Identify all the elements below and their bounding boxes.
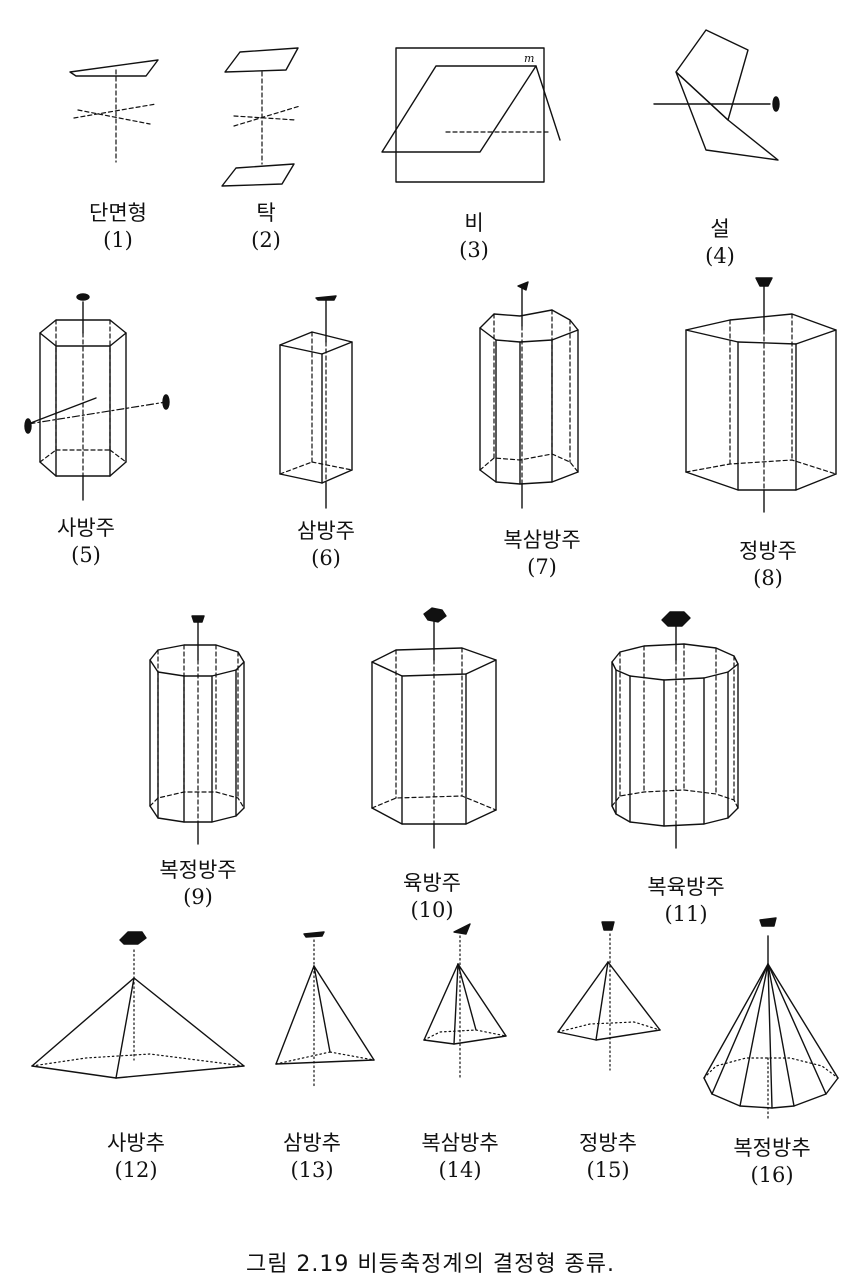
- form-name: 정방추: [579, 1131, 637, 1155]
- form-label-16: 복정방추 (16): [692, 1135, 852, 1189]
- form-label-15: 정방추 (15): [528, 1130, 688, 1184]
- form-label-1: 단면형 (1): [38, 200, 198, 254]
- form-number: (16): [750, 1163, 794, 1187]
- form-number: (10): [410, 898, 454, 922]
- form-number: (8): [753, 566, 783, 590]
- form-label-12: 사방추 (12): [56, 1130, 216, 1184]
- form-number: (1): [103, 228, 133, 252]
- form-label-4: 설 (4): [640, 216, 800, 270]
- form-name: 정방주: [739, 539, 797, 563]
- form-label-6: 삼방주 (6): [246, 518, 406, 572]
- ditrigonal-pyramid-drawing: [423, 923, 507, 1079]
- form-number: (6): [311, 546, 341, 570]
- pinacoid-drawing: [221, 47, 301, 187]
- form-label-5: 사방주 (5): [6, 515, 166, 569]
- sphenoid-drawing: [653, 29, 780, 161]
- mirror-plane-label: m: [524, 52, 534, 65]
- form-name: 삼방주: [297, 519, 355, 543]
- tetragonal-prism-drawing: [685, 277, 837, 513]
- trigonal-pyramid-drawing: [275, 931, 375, 1089]
- hexagonal-prism-drawing: [371, 607, 497, 849]
- form-label-3: 비 (3): [394, 210, 554, 264]
- dome-drawing: m: [381, 47, 561, 183]
- form-number: (11): [664, 902, 708, 926]
- form-label-2: 탁 (2): [186, 200, 346, 254]
- form-name: 설: [710, 217, 730, 241]
- pedion-drawing: [69, 59, 159, 163]
- form-label-13: 삼방추 (13): [232, 1130, 392, 1184]
- form-name: 비: [464, 211, 484, 235]
- rhombic-pyramid-drawing: [31, 931, 245, 1079]
- form-name: 복삼방주: [503, 528, 581, 552]
- form-number: (3): [459, 238, 489, 262]
- form-name: 사방주: [57, 516, 115, 540]
- form-number: (13): [290, 1158, 334, 1182]
- form-number: (2): [251, 228, 281, 252]
- form-number: (15): [586, 1158, 630, 1182]
- form-name: 단면형: [89, 201, 147, 225]
- form-name: 삼방추: [283, 1131, 341, 1155]
- form-name: 사방추: [107, 1131, 165, 1155]
- dihexagonal-prism-drawing: [611, 611, 739, 849]
- rhombic-prism-drawing: [24, 293, 170, 501]
- form-name: 복육방주: [647, 875, 725, 899]
- figure-caption: 그림 2.19 비등축정계의 결정형 종류.: [245, 1252, 616, 1277]
- form-label-8: 정방주 (8): [688, 538, 848, 592]
- form-label-7: 복삼방주 (7): [462, 527, 622, 581]
- trigonal-prism-drawing: [279, 295, 353, 509]
- form-number: (7): [527, 555, 557, 579]
- form-number: (4): [705, 244, 735, 268]
- form-number: (9): [183, 885, 213, 909]
- ditrigonal-prism-drawing: [479, 281, 579, 509]
- form-name: 복삼방추: [421, 1131, 499, 1155]
- ditetragonal-pyramid-drawing: [703, 917, 839, 1121]
- form-name: 육방주: [403, 871, 461, 895]
- form-name: 복정방주: [159, 858, 237, 882]
- form-number: (12): [114, 1158, 158, 1182]
- form-label-9: 복정방주 (9): [118, 857, 278, 911]
- form-number: (14): [438, 1158, 482, 1182]
- form-number: (5): [71, 543, 101, 567]
- form-label-14: 복삼방추 (14): [380, 1130, 540, 1184]
- form-name: 복정방추: [733, 1136, 811, 1160]
- ditetragonal-prism-drawing: [149, 615, 245, 845]
- form-label-11: 복육방주 (11): [606, 874, 766, 928]
- form-label-10: 육방주 (10): [352, 870, 512, 924]
- form-name: 탁: [256, 201, 276, 225]
- tetragonal-pyramid-drawing: [557, 921, 661, 1071]
